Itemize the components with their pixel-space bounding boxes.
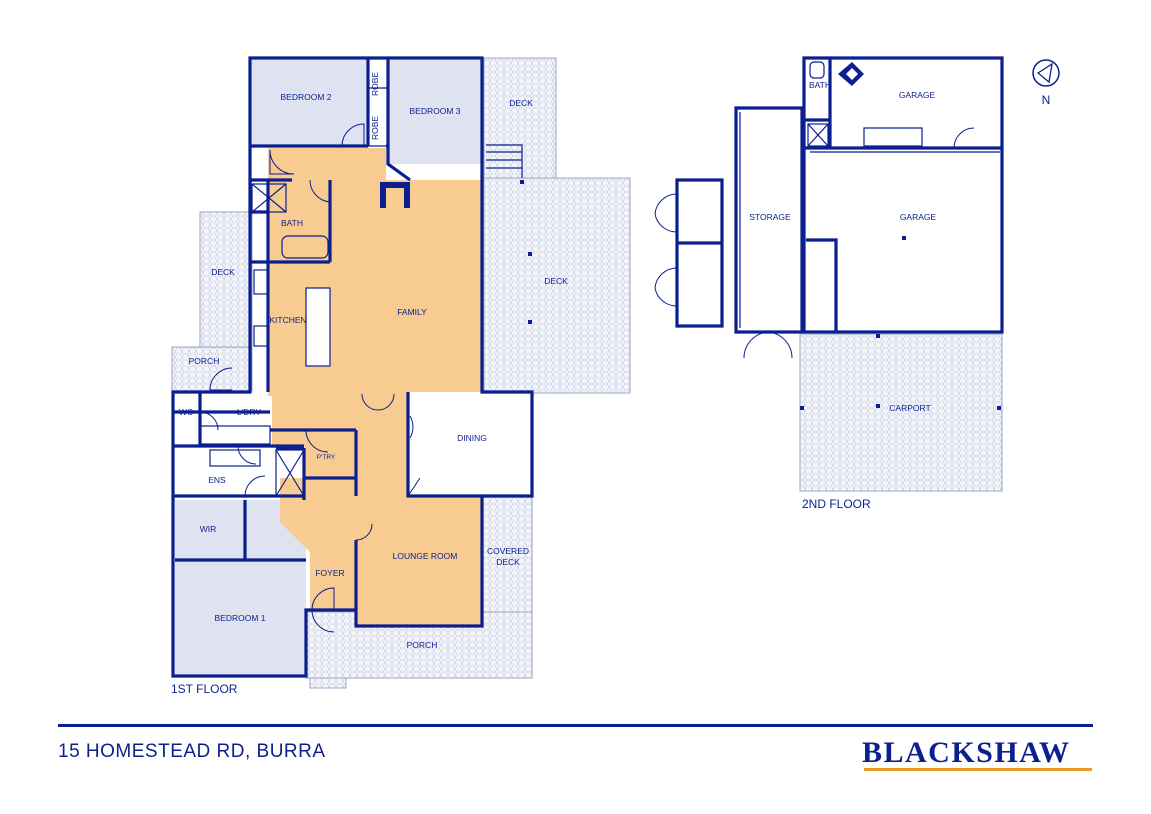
- label-deck-left: DECK: [211, 267, 235, 277]
- label-bath-2f: BATH: [809, 80, 831, 90]
- label-foyer: FOYER: [315, 568, 344, 578]
- porch-left-area: [171, 346, 253, 392]
- label-carport: CARPORT: [889, 403, 930, 413]
- house-outer-wall: [171, 56, 534, 678]
- label-ens: ENS: [208, 475, 226, 485]
- first-floor-plan: BEDROOM 2 ROBE ROBE BEDROOM 3 DECK BATH …: [171, 56, 631, 696]
- step-area: [309, 677, 347, 689]
- brand-logo: BLACKSHAW: [862, 736, 1071, 769]
- label-robe-1: ROBE: [370, 72, 380, 96]
- label-garage-main: GARAGE: [900, 212, 937, 222]
- label-deck-top: DECK: [509, 98, 533, 108]
- label-garage-top: GARAGE: [899, 90, 936, 100]
- north-label: N: [1042, 93, 1051, 107]
- label-storage: STORAGE: [749, 212, 791, 222]
- label-porch-bottom: PORCH: [407, 640, 438, 650]
- label-dining: DINING: [457, 433, 487, 443]
- bedroom2-fill: [252, 60, 368, 146]
- deck-top-area: [483, 57, 557, 179]
- label-robe-2: ROBE: [370, 116, 380, 140]
- bedroom3-fill: [388, 60, 482, 164]
- storage-wall: [734, 106, 804, 334]
- label-lounge-room: LOUNGE ROOM: [393, 551, 458, 561]
- footer-divider: [58, 724, 1093, 727]
- north-arrow-icon: N: [1032, 59, 1060, 107]
- label-wir: WIR: [200, 524, 217, 534]
- label-bedroom-2: BEDROOM 2: [280, 92, 331, 102]
- label-covered-deck-1: COVERED: [487, 546, 529, 556]
- first-floor-label: 1ST FLOOR: [171, 682, 238, 696]
- carport-area: [799, 333, 1003, 492]
- label-bedroom-1: BEDROOM 1: [214, 613, 265, 623]
- label-kitchen: KITCHEN: [269, 315, 306, 325]
- label-covered-deck-2: DECK: [496, 557, 520, 567]
- deck-right-area: [483, 177, 631, 394]
- label-bath: BATH: [281, 218, 303, 228]
- label-pantry: P'TRY: [317, 454, 336, 461]
- deck-left-area: [199, 211, 253, 348]
- second-floor-label: 2ND FLOOR: [802, 497, 871, 511]
- label-bedroom-3: BEDROOM 3: [409, 106, 460, 116]
- property-address: 15 HOMESTEAD RD, BURRA: [58, 741, 326, 762]
- label-laundry: L'DRY: [237, 407, 261, 417]
- kitchen-island: [306, 288, 330, 366]
- shed-wall: [675, 178, 724, 328]
- label-family: FAMILY: [397, 307, 427, 317]
- living-fill: [268, 148, 482, 626]
- label-deck-right: DECK: [544, 276, 568, 286]
- label-porch-left: PORCH: [189, 356, 220, 366]
- label-wc: WC: [179, 407, 193, 417]
- bedroom1-fill: [175, 500, 306, 676]
- second-floor-plan: BATH GARAGE STORAGE GARAGE CARPORT 2ND F…: [654, 56, 1004, 511]
- garage-wall: [802, 56, 1004, 334]
- brand-underline: [864, 768, 1092, 771]
